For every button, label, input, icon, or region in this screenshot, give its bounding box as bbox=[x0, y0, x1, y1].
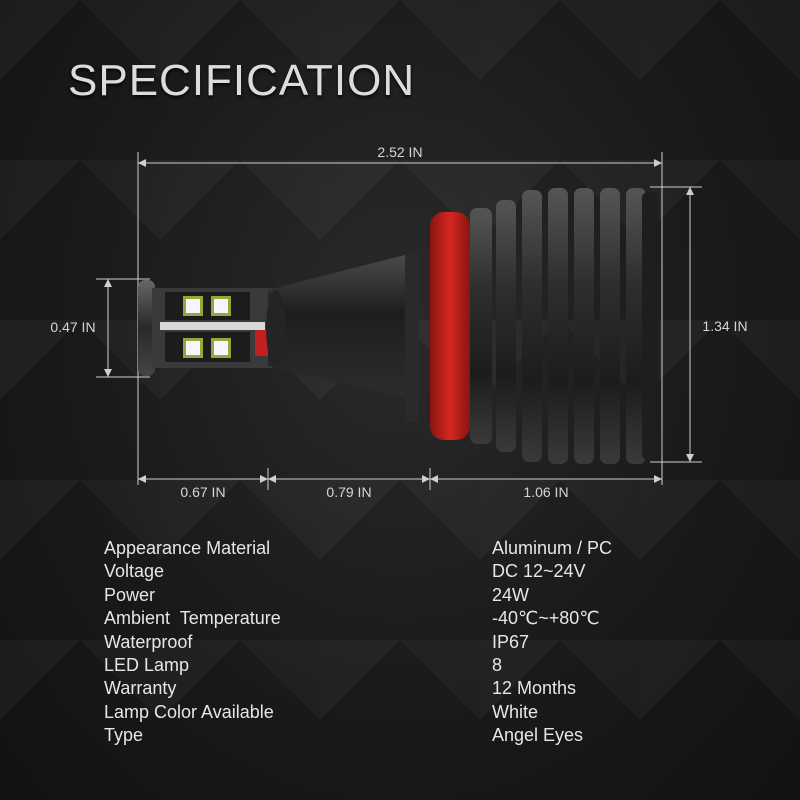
spec-key: Type bbox=[104, 725, 144, 746]
spec-key: Appearance Material bbox=[104, 538, 271, 558]
spec-row: Warranty 12 Months bbox=[104, 677, 664, 700]
spec-key: Ambient Temperature bbox=[104, 608, 281, 629]
spec-value: 24W bbox=[492, 584, 530, 605]
spec-row: Lamp Color Available White bbox=[104, 701, 664, 724]
spec-row: Voltage DC 12~24V bbox=[104, 560, 664, 583]
led-chips bbox=[183, 296, 231, 358]
dim-body-height: 1.34 IN bbox=[702, 318, 747, 334]
dimension-arrows bbox=[104, 159, 694, 483]
led-bulb-illustration bbox=[138, 188, 658, 464]
spec-row: Appearance Material Aluminum / PC bbox=[104, 537, 664, 560]
spec-key: Lamp Color Available bbox=[104, 701, 274, 722]
spec-value: -40℃~+80℃ bbox=[492, 608, 600, 629]
dim-body-length: 1.06 IN bbox=[523, 484, 568, 500]
dim-neck-length: 0.79 IN bbox=[326, 484, 371, 500]
spec-key: LED Lamp bbox=[104, 654, 190, 675]
spec-value: Aluminum / PC bbox=[492, 538, 613, 558]
dim-overall-length: 2.52 IN bbox=[377, 144, 422, 160]
page-title: SPECIFICATION bbox=[68, 56, 416, 105]
dim-head-height: 0.47 IN bbox=[50, 319, 95, 335]
spec-value: White bbox=[492, 701, 539, 722]
spec-key: Waterproof bbox=[104, 631, 193, 652]
red-ring bbox=[430, 212, 470, 440]
spec-row: Waterproof IP67 bbox=[104, 631, 664, 654]
spec-value: 12 Months bbox=[492, 678, 577, 699]
spec-row: Ambient Temperature -40℃~+80℃ bbox=[104, 607, 664, 630]
spec-key: Power bbox=[104, 584, 156, 605]
led-divider bbox=[160, 322, 265, 330]
spec-value: IP67 bbox=[492, 631, 530, 652]
spec-key: Warranty bbox=[104, 678, 177, 699]
spec-row: Power 24W bbox=[104, 584, 664, 607]
spec-value: 8 bbox=[492, 654, 503, 675]
spec-value: Angel Eyes bbox=[492, 725, 584, 746]
spec-table: Appearance Material Aluminum / PC Voltag… bbox=[104, 537, 664, 748]
spec-value: DC 12~24V bbox=[492, 561, 586, 582]
mount-tab bbox=[405, 252, 419, 422]
dim-head-length: 0.67 IN bbox=[180, 484, 225, 500]
neck-cone bbox=[268, 255, 412, 398]
head-cap bbox=[138, 280, 155, 376]
heat-sink-fins bbox=[470, 188, 658, 464]
spec-key: Voltage bbox=[104, 561, 165, 582]
spec-row: LED Lamp 8 bbox=[104, 654, 664, 677]
spec-row: Type Angel Eyes bbox=[104, 724, 664, 747]
wire-red bbox=[255, 330, 269, 356]
